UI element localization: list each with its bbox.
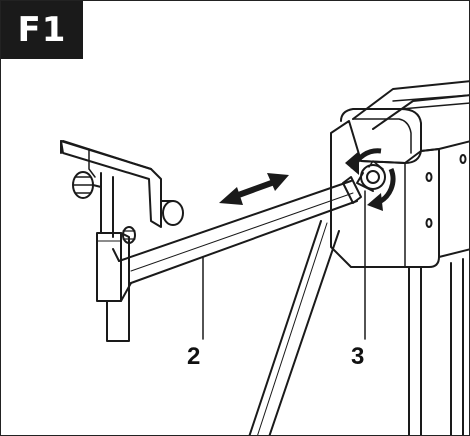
stand-legs bbox=[248, 220, 464, 435]
locking-knob bbox=[356, 160, 386, 192]
extension-arm bbox=[112, 176, 362, 302]
rotate-arrow-heads-icon bbox=[345, 151, 383, 211]
leader-lines bbox=[202, 190, 366, 340]
post-knob bbox=[122, 226, 136, 244]
callout-label-2: 2 bbox=[187, 343, 201, 370]
support-post bbox=[60, 140, 184, 342]
figure-label: F1 bbox=[1, 1, 83, 59]
table-end bbox=[330, 80, 469, 268]
slide-arrow-icon bbox=[219, 173, 289, 205]
bracket-knob bbox=[72, 171, 102, 199]
callout-label-3: 3 bbox=[351, 343, 365, 370]
